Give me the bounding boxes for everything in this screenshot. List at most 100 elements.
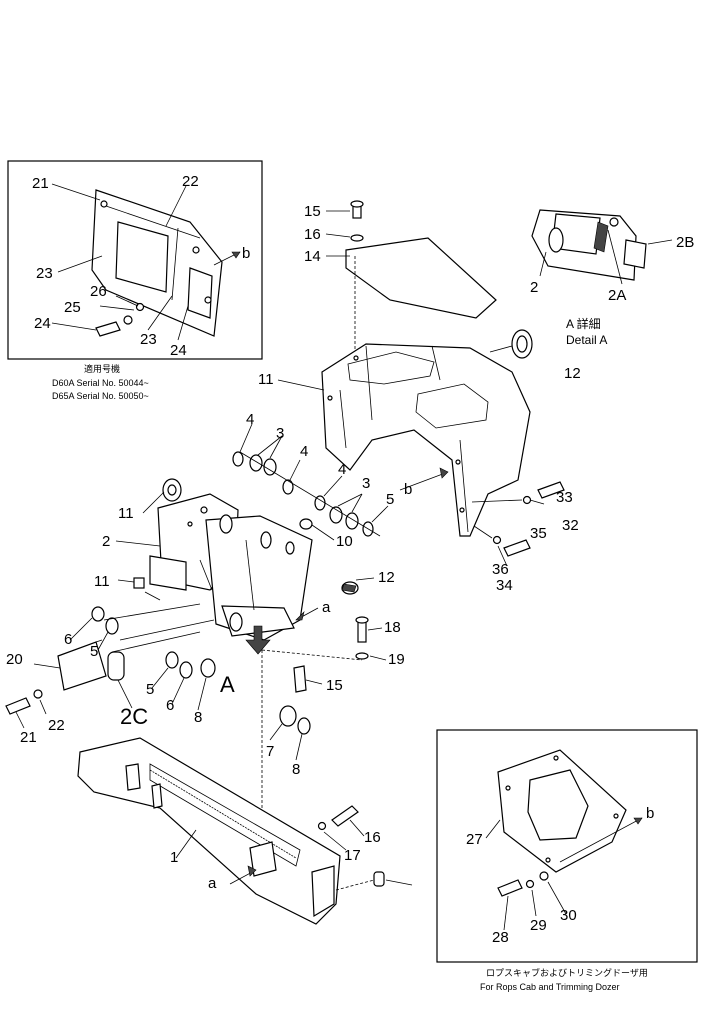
callout: 11 — [258, 371, 274, 388]
callout: 21 — [20, 729, 37, 746]
bolt-right-upper — [537, 481, 565, 499]
callout: 33 — [556, 489, 573, 506]
lever-bracket-group — [115, 478, 375, 655]
callout: 5 — [146, 681, 154, 698]
callout: 6 — [166, 697, 174, 714]
callout: 36 — [492, 561, 509, 578]
rops-cover-box-part — [527, 769, 589, 841]
bushing-part — [297, 717, 311, 735]
callout: 27 — [466, 831, 483, 848]
grease-fitting-part — [299, 518, 313, 530]
callout: 5 — [386, 491, 394, 508]
callout: 15 — [304, 203, 321, 220]
washer-inset — [539, 871, 549, 881]
pin-part — [107, 651, 125, 681]
callout: 16 — [304, 226, 321, 243]
top-cover-plate-part — [345, 237, 497, 319]
callout: 5 — [90, 643, 98, 660]
lock-washer-inset — [525, 879, 535, 889]
serial-line-2: D65A Serial No. 50050~ — [52, 391, 149, 401]
callout: 4 — [300, 443, 308, 460]
bushings-group — [232, 423, 389, 537]
callout: 18 — [384, 619, 401, 636]
callout: 30 — [560, 907, 577, 924]
bushing-part — [232, 451, 244, 467]
connection-mark: b — [242, 245, 250, 262]
detail-bushing-part — [548, 227, 564, 253]
bushing-part — [263, 458, 277, 476]
bolt-right-lower — [503, 539, 531, 557]
main-frame-group — [277, 200, 565, 567]
bushing-part — [91, 606, 105, 622]
callout: 24 — [170, 342, 187, 359]
callout: 2C — [120, 704, 148, 729]
bushing-part — [179, 661, 193, 679]
bolt-vertical-part — [357, 621, 367, 643]
callout: 25 — [64, 299, 81, 316]
callout: 16 — [364, 829, 381, 846]
callout: 2B — [676, 234, 694, 251]
inset-top-left — [7, 160, 263, 360]
detail-a-title-en: Detail A — [566, 333, 607, 347]
inset-caption-en: For Rops Cab and Trimming Dozer — [480, 982, 620, 992]
bolt-left — [5, 697, 31, 715]
callout: 28 — [492, 929, 509, 946]
callout: 12 — [564, 365, 581, 382]
cover-box-part — [115, 221, 169, 293]
bottom-cover-group — [77, 737, 413, 925]
lock-washer-part — [123, 315, 133, 325]
main-frame-part — [321, 343, 531, 537]
callout: 4 — [338, 461, 346, 478]
guard-plate-part — [57, 641, 107, 691]
bolt-part — [95, 321, 121, 337]
bushing-part — [200, 658, 216, 678]
bottom-cover-part — [77, 737, 341, 925]
callout: 2A — [608, 287, 626, 304]
callout: 10 — [336, 533, 353, 550]
callout: 26 — [90, 283, 107, 300]
serial-line-1: D60A Serial No. 50044~ — [52, 378, 149, 388]
bolt-inset — [497, 879, 523, 897]
callout: 7 — [266, 743, 274, 760]
inset-bottom-right — [436, 729, 698, 963]
callout: 22 — [48, 717, 65, 734]
connection-mark: b — [646, 805, 654, 822]
serial-note-jp: 適用号機 — [84, 363, 120, 374]
washer-right-upper — [522, 495, 532, 505]
callout: 11 — [118, 505, 134, 522]
callout: 11 — [94, 573, 110, 590]
detail-a-mark: A — [220, 672, 235, 697]
callout: 4 — [246, 411, 254, 428]
callout: 8 — [194, 709, 202, 726]
inset-note-jp: ロプスキャブおよびトリミングドーザ用 — [486, 967, 648, 978]
callout: 32 — [562, 517, 579, 534]
detail-a-title-jp: A 詳細 — [566, 316, 601, 331]
inset-bottom-right-frame — [436, 729, 698, 963]
callout: 35 — [530, 525, 547, 542]
bracket-plate-part — [149, 555, 187, 591]
labels: 21 22 23 b 26 25 24 23 24 適用号機 D60A Seri… — [6, 173, 694, 992]
callout: 23 — [36, 265, 53, 282]
connection-mark: a — [208, 875, 217, 892]
top-washer-part — [350, 234, 364, 242]
bushing-part — [279, 705, 297, 727]
washer-bottom — [317, 821, 327, 831]
right-mid-group — [261, 616, 387, 860]
callout: 20 — [6, 651, 23, 668]
grease-fitting-left-part — [133, 577, 145, 589]
callout: 17 — [344, 847, 361, 864]
bushing-part — [345, 512, 359, 530]
washer-vertical-part — [355, 652, 369, 660]
washer-part — [135, 302, 145, 312]
callout: 2 — [102, 533, 110, 550]
callout: 1 — [170, 849, 178, 866]
callout: 15 — [326, 677, 343, 694]
callout: 23 — [140, 331, 157, 348]
connection-mark: a — [322, 599, 331, 616]
detail-a — [531, 209, 673, 285]
cover-tab-part — [187, 267, 213, 319]
detail-clip-part — [623, 239, 647, 269]
plate-small-part — [293, 665, 307, 693]
callout: 21 — [32, 175, 49, 192]
